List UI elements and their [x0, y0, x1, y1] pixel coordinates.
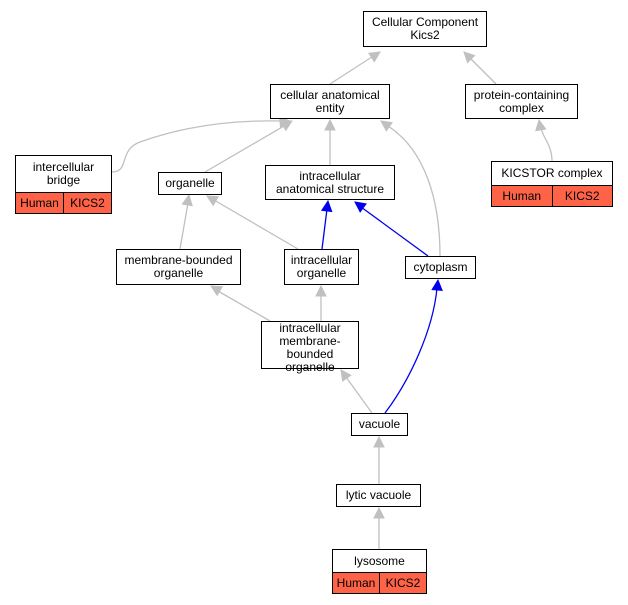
edge-lysosome-to-lytic-arrowhead: [373, 506, 385, 519]
node-label: lysosome: [354, 553, 405, 568]
edge-mbo-to-organelle: [179, 193, 193, 250]
edge-cytoplasm-to-entity: [380, 120, 441, 257]
annotation-row: Human KICS2: [492, 185, 612, 206]
edge-organelle-to-entity: [204, 120, 293, 173]
edge-lysosome-to-lytic: [373, 506, 385, 549]
annotation-species: Human: [502, 188, 542, 203]
node-protein-containing-complex[interactable]: protein-containing complex: [465, 84, 578, 119]
node-label: KICSTOR complex: [501, 166, 603, 180]
edge-complex-to-root: [463, 51, 497, 85]
edge-io-to-organelle: [206, 195, 299, 250]
node-intracellular-organelle[interactable]: intracellular organelle: [284, 249, 359, 285]
node-cytoplasm[interactable]: cytoplasm: [405, 256, 476, 279]
node-label: cytoplasm: [413, 260, 468, 274]
edge-io-to-ias: [320, 199, 333, 250]
edge-entity-to-root-arrowhead: [368, 51, 381, 63]
node-label: lytic vacuole: [345, 488, 412, 502]
annotation-species: Human: [20, 195, 59, 210]
edge-lytic-to-vacuole: [373, 435, 385, 484]
node-label: membrane-bounded organelle: [124, 253, 233, 280]
edge-ias-to-entity-arrowhead: [324, 118, 336, 131]
edge-kicstor-to-complex-arrowhead: [535, 118, 547, 132]
node-vacuole[interactable]: vacuole: [351, 413, 408, 436]
edge-lytic-to-vacuole-arrowhead: [373, 435, 385, 448]
edge-vacuole-to-cytoplasm: [384, 278, 443, 414]
node-intercellular-bridge[interactable]: intercellular bridge Human KICS2: [15, 155, 112, 214]
node-label: intracellular membrane-bounded organelle: [279, 321, 341, 374]
edge-cytoplasm-to-entity-line: [387, 125, 441, 257]
edge-vacuole-to-imbo: [340, 369, 373, 414]
node-cellular-component[interactable]: Cellular Component Kics2: [363, 11, 487, 47]
edge-entity-to-root-line: [329, 54, 376, 85]
edge-io-to-ias-line: [321, 208, 328, 250]
edge-io-to-ias-arrowhead: [320, 199, 333, 213]
edge-complex-to-root-arrowhead: [463, 51, 476, 64]
edge-bridge-to-entity: [111, 116, 292, 173]
node-membrane-bounded-organelle[interactable]: membrane-bounded organelle: [116, 249, 241, 285]
node-label: vacuole: [358, 417, 401, 431]
edge-mbo-to-organelle-line: [179, 202, 189, 250]
edge-imbo-to-io: [315, 284, 327, 321]
node-label: intracellular anatomical structure: [275, 168, 385, 196]
node-lytic-vacuole[interactable]: lytic vacuole: [336, 484, 421, 507]
edge-vacuole-to-imbo-arrowhead: [340, 369, 352, 382]
edge-imbo-to-mbo: [210, 285, 271, 322]
annotation-gene: KICS2: [379, 573, 426, 593]
edge-kicstor-to-complex: [535, 118, 553, 162]
annotation-row: Human KICS2: [16, 192, 111, 213]
edge-cytoplasm-to-ias-line: [360, 206, 429, 257]
edge-ias-to-entity: [324, 118, 336, 165]
edge-imbo-to-mbo-arrowhead: [210, 285, 223, 297]
node-label: Cellular Component Kics2: [371, 15, 479, 42]
annotation-row: Human KICS2: [333, 572, 426, 593]
node-intracellular-membrane-bounded-organelle[interactable]: intracellular membrane-bounded organelle: [261, 321, 359, 374]
node-kicstor-complex[interactable]: KICSTOR complex Human KICS2: [491, 161, 613, 207]
node-label: intracellular organelle: [290, 253, 353, 280]
edge-imbo-to-mbo-line: [217, 290, 271, 322]
edge-cytoplasm-to-ias-arrowhead: [354, 201, 367, 213]
edge-cytoplasm-to-entity-arrowhead: [380, 120, 393, 132]
annotation-species: Human: [336, 575, 376, 590]
node-cellular-anatomical-entity[interactable]: cellular anatomical entity: [270, 84, 390, 119]
edge-kicstor-to-complex-line: [540, 127, 553, 162]
edge-entity-to-root: [329, 51, 381, 85]
node-organelle[interactable]: organelle: [158, 172, 222, 195]
edge-complex-to-root-line: [468, 56, 497, 85]
edge-cytoplasm-to-ias: [354, 201, 429, 257]
node-label: organelle: [165, 176, 215, 190]
edge-organelle-to-entity-line: [204, 125, 285, 173]
edge-vacuole-to-imbo-line: [345, 376, 373, 414]
edge-vacuole-to-cytoplasm-line: [384, 287, 438, 414]
edge-io-to-organelle-arrowhead: [206, 195, 219, 207]
node-label: cellular anatomical entity: [280, 87, 380, 115]
annotation-gene: KICS2: [551, 186, 613, 206]
edge-organelle-to-entity-arrowhead: [280, 120, 293, 132]
node-label: protein-containing complex: [473, 87, 570, 115]
edge-mbo-to-organelle-arrowhead: [181, 193, 193, 207]
node-intracellular-anatomical-structure[interactable]: intracellular anatomical structure: [265, 165, 395, 200]
annotation-gene: KICS2: [63, 193, 111, 213]
node-label: intercellular bridge: [32, 160, 95, 187]
edge-io-to-organelle-line: [213, 199, 299, 250]
edge-bridge-to-entity-line: [111, 120, 283, 173]
edge-imbo-to-io-arrowhead: [315, 284, 327, 297]
node-lysosome[interactable]: lysosome Human KICS2: [332, 549, 427, 594]
edge-vacuole-to-cytoplasm-arrowhead: [431, 278, 443, 291]
